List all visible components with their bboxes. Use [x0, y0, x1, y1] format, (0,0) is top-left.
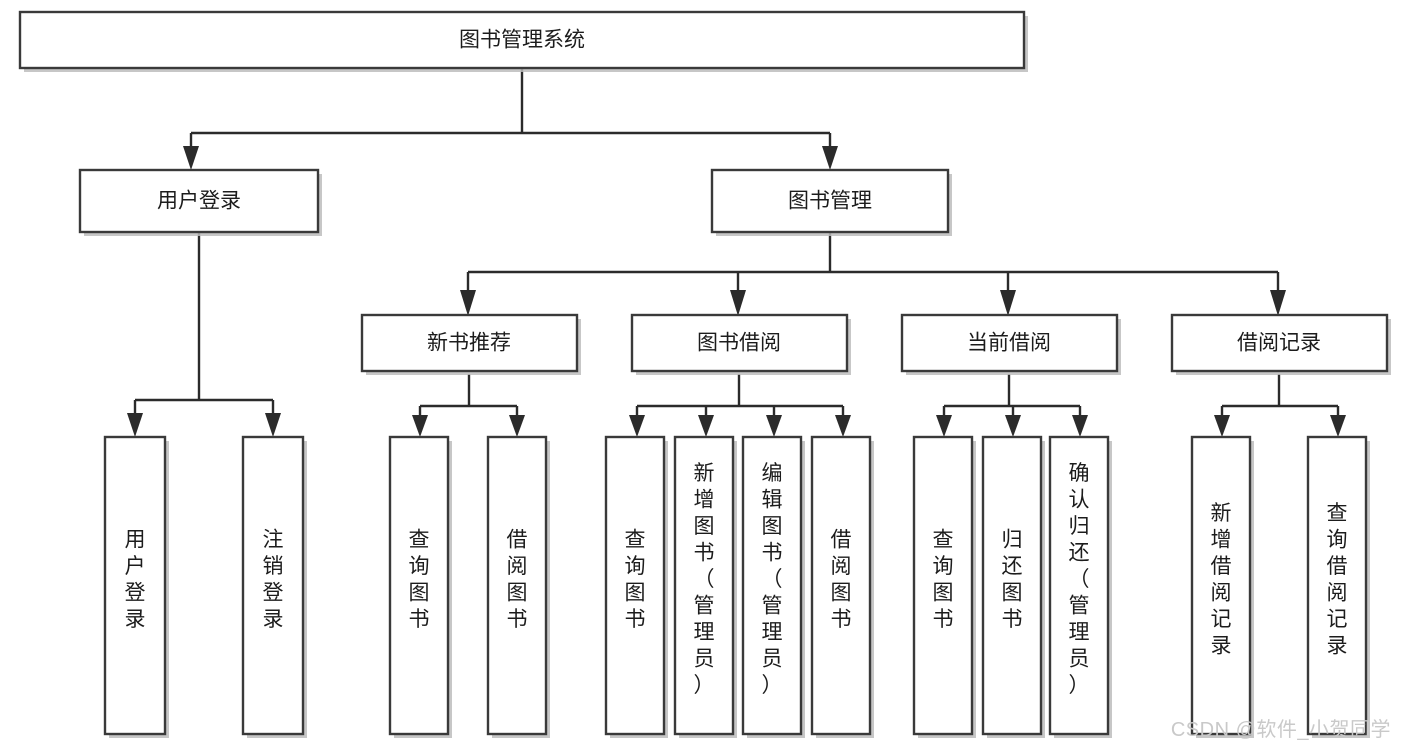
node-leaf-query-book-2-label: 查询图书 — [625, 528, 646, 631]
node-leaf-add-book[interactable]: 新增图书（管理员） — [673, 435, 737, 738]
node-leaf-logout[interactable]: 注销登录 — [241, 435, 307, 738]
node-borrow-record[interactable]: 借阅记录 — [1170, 313, 1391, 375]
arrow-head-leaf-query-record — [1330, 415, 1346, 437]
arrow-head-leaf-edit-book — [766, 415, 782, 437]
node-leaf-return-book[interactable]: 归还图书 — [981, 435, 1045, 738]
node-leaf-borrow-book-1-box[interactable] — [486, 435, 548, 736]
arrow-head-current-borrow — [1000, 290, 1016, 316]
node-leaf-query-record-box[interactable] — [1306, 435, 1368, 736]
node-new-book-recommend[interactable]: 新书推荐 — [360, 313, 581, 375]
arrow-head-leaf-confirm-return — [1072, 415, 1088, 437]
node-current-borrow[interactable]: 当前借阅 — [900, 313, 1121, 375]
node-leaf-query-book-3-label: 查询图书 — [933, 528, 954, 631]
node-leaf-borrow-book-2-box[interactable] — [810, 435, 872, 736]
node-root-box[interactable] — [18, 10, 1026, 70]
arrow-head-book-borrow — [730, 290, 746, 316]
node-leaf-logout-label: 注销登录 — [263, 528, 284, 631]
node-user-login[interactable]: 用户登录 — [78, 168, 322, 236]
node-leaf-add-record-label: 新增借阅记录 — [1211, 502, 1232, 658]
arrow-head-leaf-logout — [265, 413, 281, 437]
node-current-borrow-label: 当前借阅 — [967, 332, 1051, 355]
node-user-login-label: 用户登录 — [157, 190, 241, 213]
node-leaf-edit-book-box[interactable] — [741, 435, 803, 736]
node-leaf-borrow-book-2-label: 借阅图书 — [831, 528, 852, 631]
node-leaf-query-record-label: 查询借阅记录 — [1327, 502, 1348, 658]
node-leaf-borrow-book-1-label: 借阅图书 — [507, 528, 528, 631]
node-leaf-user-login-label: 用户登录 — [125, 528, 146, 631]
arrow-head-leaf-user-login — [127, 413, 143, 437]
node-current-borrow-box[interactable] — [900, 313, 1119, 373]
node-book-borrow-label: 图书借阅 — [697, 332, 781, 355]
node-leaf-query-book-3-box[interactable] — [912, 435, 974, 736]
node-leaf-query-book-3[interactable]: 查询图书 — [912, 435, 976, 738]
node-borrow-record-label: 借阅记录 — [1237, 332, 1321, 355]
arrow-head-leaf-return-book — [1005, 415, 1021, 437]
arrow-head-leaf-add-record — [1214, 415, 1230, 437]
node-root[interactable]: 图书管理系统 — [18, 10, 1028, 72]
node-leaf-add-book-box[interactable] — [673, 435, 735, 736]
arrow-head-borrow-record — [1270, 290, 1286, 316]
node-user-login-box[interactable] — [78, 168, 320, 234]
arrow-head-user-login — [183, 146, 199, 170]
arrow-head-leaf-borrow-book-1 — [509, 415, 525, 437]
node-book-manage[interactable]: 图书管理 — [710, 168, 952, 236]
node-root-label: 图书管理系统 — [459, 29, 585, 52]
node-leaf-confirm-return-box[interactable] — [1048, 435, 1110, 736]
node-leaf-query-record[interactable]: 查询借阅记录 — [1306, 435, 1370, 738]
node-leaf-query-book-1[interactable]: 查询图书 — [388, 435, 452, 738]
node-book-manage-box[interactable] — [710, 168, 950, 234]
node-leaf-add-book-label: 新增图书（管理员） — [694, 462, 715, 697]
node-leaf-return-book-label: 归还图书 — [1002, 528, 1023, 631]
node-leaf-logout-box[interactable] — [241, 435, 305, 736]
arrow-head-leaf-borrow-book-2 — [835, 415, 851, 437]
node-leaf-edit-book-label: 编辑图书（管理员） — [762, 462, 783, 697]
arrow-head-book-manage — [822, 146, 838, 170]
node-new-book-recommend-box[interactable] — [360, 313, 579, 373]
node-leaf-user-login[interactable]: 用户登录 — [103, 435, 169, 738]
node-leaf-query-book-1-box[interactable] — [388, 435, 450, 736]
node-leaf-query-book-2[interactable]: 查询图书 — [604, 435, 668, 738]
node-leaf-confirm-return-label: 确认归还（管理员） — [1069, 462, 1090, 697]
node-leaf-edit-book[interactable]: 编辑图书（管理员） — [741, 435, 805, 738]
node-leaf-query-book-2-box[interactable] — [604, 435, 666, 736]
node-leaf-user-login-box[interactable] — [103, 435, 167, 736]
node-leaf-borrow-book-1[interactable]: 借阅图书 — [486, 435, 550, 738]
node-leaf-query-book-1-label: 查询图书 — [409, 528, 430, 631]
arrow-head-leaf-query-book-1 — [412, 415, 428, 437]
connector-layer — [127, 68, 1346, 437]
node-leaf-add-record[interactable]: 新增借阅记录 — [1190, 435, 1254, 738]
arrow-head-new-book-recommend — [460, 290, 476, 316]
node-leaf-add-record-box[interactable] — [1190, 435, 1252, 736]
node-leaf-return-book-box[interactable] — [981, 435, 1043, 736]
node-leaf-confirm-return[interactable]: 确认归还（管理员） — [1048, 435, 1112, 738]
arrow-head-leaf-query-book-3 — [936, 415, 952, 437]
node-book-borrow[interactable]: 图书借阅 — [630, 313, 851, 375]
node-new-book-recommend-label: 新书推荐 — [427, 332, 511, 355]
node-leaf-borrow-book-2[interactable]: 借阅图书 — [810, 435, 874, 738]
leaf-layer: 用户登录 注销登录 查询图书 借阅图书 查询图书 — [103, 435, 1370, 738]
node-book-manage-label: 图书管理 — [788, 190, 872, 213]
arrow-head-leaf-add-book — [698, 415, 714, 437]
arrow-head-leaf-query-book-2 — [629, 415, 645, 437]
node-borrow-record-box[interactable] — [1170, 313, 1389, 373]
node-book-borrow-box[interactable] — [630, 313, 849, 373]
